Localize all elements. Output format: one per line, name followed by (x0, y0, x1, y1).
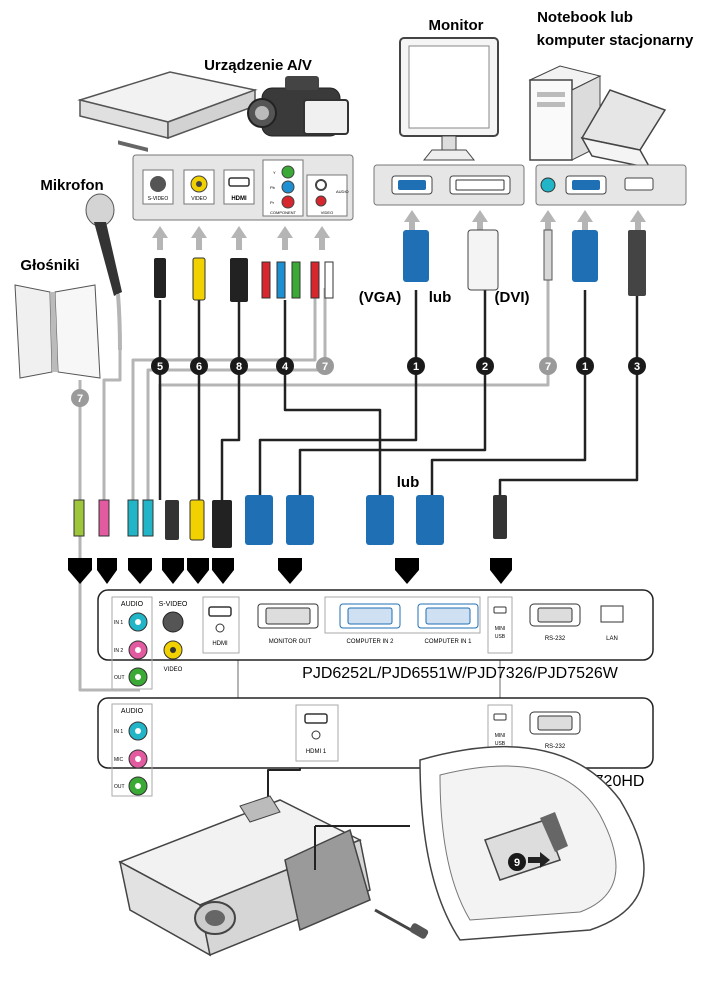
svg-text:S-VIDEO: S-VIDEO (159, 601, 188, 608)
svg-text:5: 5 (157, 361, 163, 373)
svg-text:S-VIDEO: S-VIDEO (148, 196, 169, 202)
or-label-top: lub (429, 289, 452, 306)
svg-text:Pb: Pb (270, 185, 276, 190)
badge-4: 4 (276, 357, 294, 375)
camcorder-illustration (248, 76, 348, 136)
monitor-illustration (400, 38, 498, 160)
dvd-player-illustration (80, 72, 255, 152)
svg-text:2: 2 (482, 361, 488, 373)
svg-text:VIDEO: VIDEO (191, 196, 207, 202)
svg-text:VIDEO: VIDEO (321, 210, 333, 215)
svg-text:1: 1 (413, 361, 419, 373)
dvi-label: (DVI) (495, 289, 530, 306)
svg-text:IN 1: IN 1 (114, 729, 123, 735)
svg-text:4: 4 (282, 361, 289, 373)
speakers-label: Głośniki (20, 257, 79, 274)
svg-text:RS-232: RS-232 (545, 744, 566, 750)
svg-text:USB: USB (495, 634, 506, 640)
vga-label: (VGA) (359, 289, 402, 306)
svg-text:HDMI: HDMI (231, 196, 247, 202)
badge-1-computer: 1 (576, 357, 594, 375)
svg-text:RS-232: RS-232 (545, 636, 566, 642)
svg-text:LAN: LAN (606, 636, 618, 642)
bottom-plugs (74, 495, 507, 548)
svg-text:MIC: MIC (114, 757, 124, 763)
svg-text:7: 7 (545, 361, 551, 373)
svg-text:MINI: MINI (495, 733, 506, 739)
badge-5: 5 (151, 357, 169, 375)
computer-port-panel (536, 165, 686, 205)
svg-text:1: 1 (582, 361, 588, 373)
badge-2: 2 (476, 357, 494, 375)
notebook-label-1: Notebook lub (537, 9, 633, 26)
svg-text:AUDIO: AUDIO (121, 708, 144, 715)
av-output-panel: S-VIDEO VIDEO HDMI Y Pb Pr COMPONENT AUD… (133, 155, 353, 220)
monitor-label: Monitor (429, 17, 484, 34)
svg-text:COMPONENT: COMPONENT (270, 210, 297, 215)
svg-text:AUDIO: AUDIO (121, 601, 144, 608)
svg-text:COMPUTER IN 2: COMPUTER IN 2 (346, 639, 394, 645)
badge-7-computer: 7 (539, 357, 557, 375)
computer-illustration (530, 66, 665, 168)
projector-illustration (120, 796, 429, 955)
svg-text:COMPUTER IN 1: COMPUTER IN 1 (424, 639, 472, 645)
svg-text:HDMI 1: HDMI 1 (306, 749, 327, 755)
speakers-illustration (15, 285, 100, 378)
badge-7-av: 7 (316, 357, 334, 375)
svg-text:9: 9 (514, 857, 520, 869)
svg-text:VIDEO: VIDEO (164, 667, 183, 673)
notebook-label-2: komputer stacjonarny (537, 32, 694, 49)
svg-text:8: 8 (236, 361, 242, 373)
microphone-label: Mikrofon (40, 177, 103, 194)
svg-text:OUT: OUT (114, 784, 125, 790)
badge-6: 6 (190, 357, 208, 375)
svg-text:7: 7 (77, 393, 83, 405)
av-device-label: Urządzenie A/V (204, 57, 312, 74)
badge-7-speaker: 7 (71, 389, 89, 407)
svg-text:IN 2: IN 2 (114, 648, 123, 654)
svg-text:7: 7 (322, 361, 328, 373)
or-label-mid: lub (397, 474, 420, 491)
svg-text:AUDIO: AUDIO (336, 189, 349, 194)
svg-text:MONITOR OUT: MONITOR OUT (269, 639, 312, 645)
badge-9: 9 (508, 853, 526, 871)
svg-text:Pr: Pr (270, 200, 275, 205)
model-a-label: PJD6252L/PJD6551W/PJD7326/PJD7526W (302, 665, 619, 682)
badge-3: 3 (628, 357, 646, 375)
monitor-port-panel (374, 165, 524, 205)
svg-text:3: 3 (634, 361, 640, 373)
svg-text:6: 6 (196, 361, 202, 373)
svg-text:Y: Y (273, 170, 276, 175)
svg-text:IN 1: IN 1 (114, 620, 123, 626)
badge-8: 8 (230, 357, 248, 375)
svg-text:MINI: MINI (495, 626, 506, 632)
badge-1-monitor: 1 (407, 357, 425, 375)
svg-text:OUT: OUT (114, 675, 125, 681)
down-arrows (68, 558, 512, 584)
svg-text:HDMI: HDMI (212, 641, 228, 647)
